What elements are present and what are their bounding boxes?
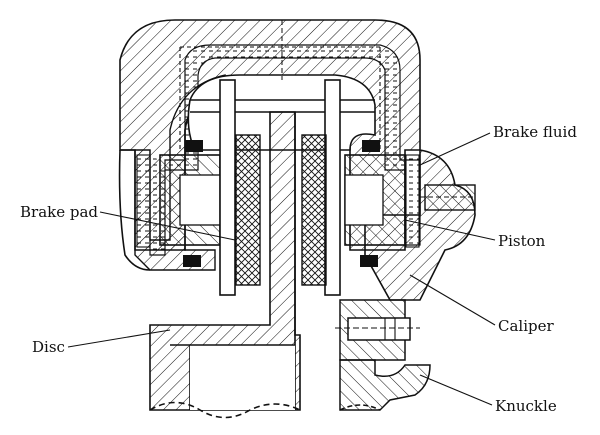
pad-backing-plates (219, 79, 341, 296)
label-caliper: Caliper (498, 317, 554, 335)
piston-seals (183, 140, 380, 267)
left-piston (159, 154, 221, 246)
brake-disc (149, 111, 301, 419)
brake-pads (235, 134, 327, 286)
label-brake-fluid: Brake fluid (493, 123, 577, 141)
bleed-fitting (420, 184, 476, 211)
label-knuckle: Knuckle (495, 397, 557, 415)
caliper-bolt (335, 299, 420, 361)
leader-lines (67, 132, 496, 406)
label-brake-pad: Brake pad (20, 203, 98, 221)
label-disc: Disc (32, 338, 65, 356)
right-piston (344, 154, 406, 246)
brake-fluid-channel (136, 44, 421, 256)
label-piston: Piston (498, 232, 546, 250)
steering-knuckle (339, 359, 431, 411)
